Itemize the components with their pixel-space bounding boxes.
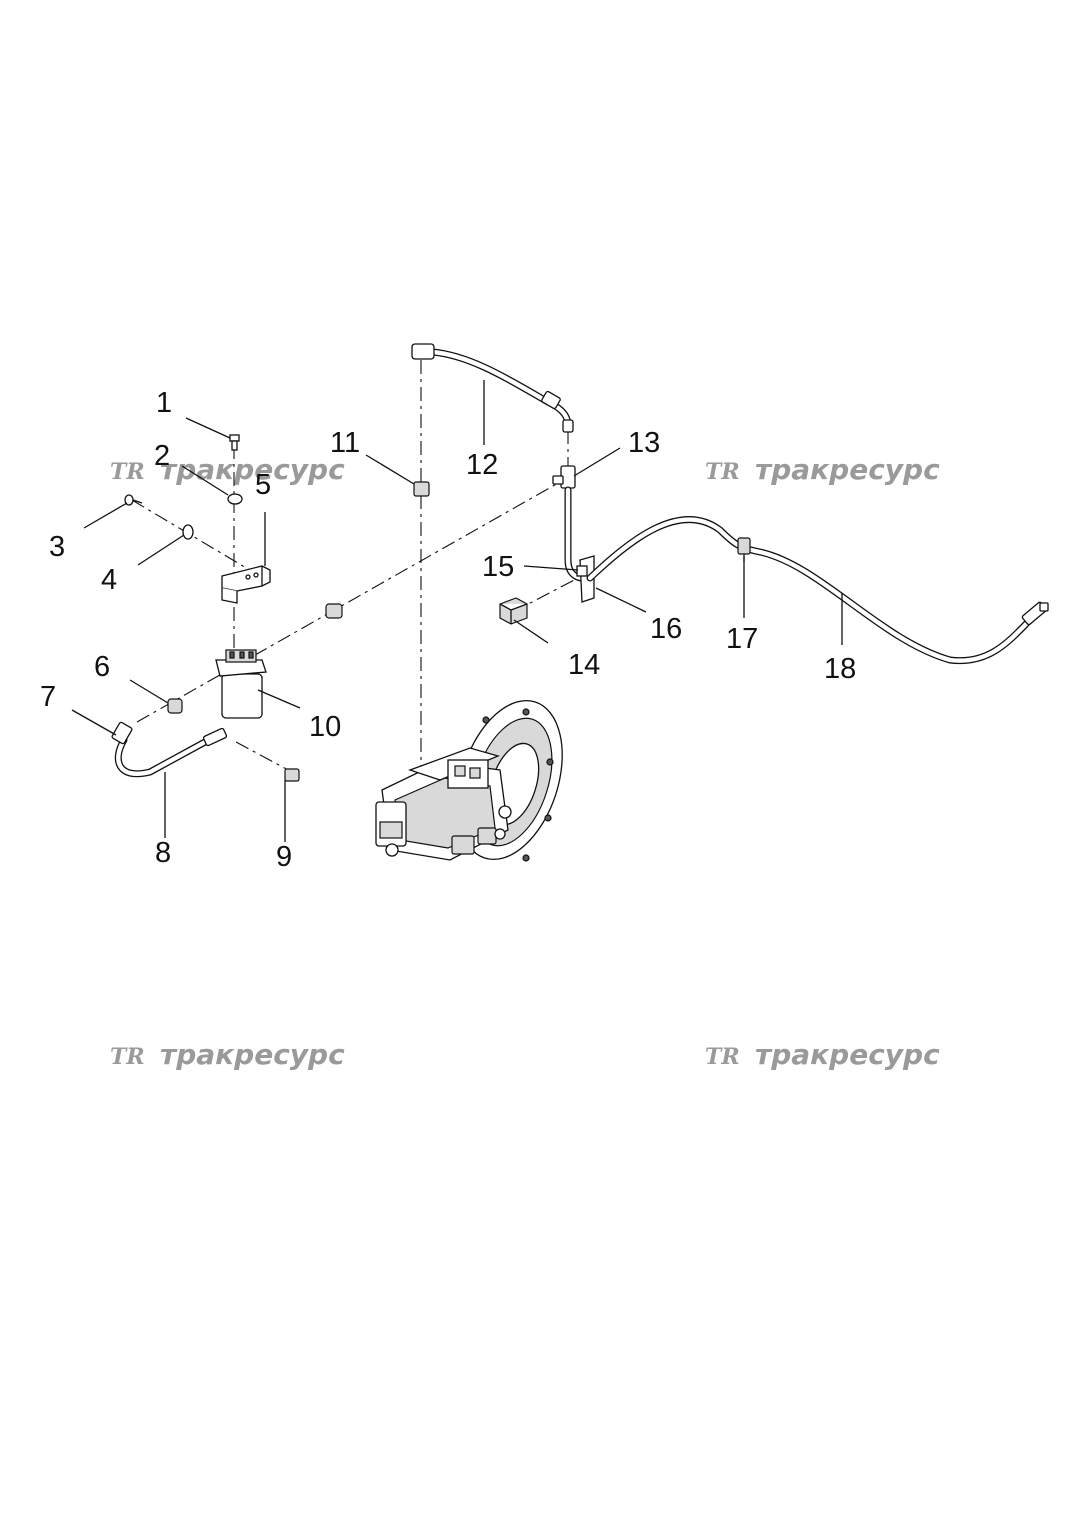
part-adapter <box>167 698 183 714</box>
callout-7: 7 <box>40 681 56 713</box>
part-hose-top <box>411 343 574 433</box>
watermark-top-right: TR тракресурс <box>705 453 940 486</box>
part-adapter-pump <box>413 481 430 497</box>
watermark-top-left: TR тракресурс <box>110 453 345 486</box>
callout-12: 12 <box>466 449 498 481</box>
callout-2: 2 <box>154 440 170 472</box>
watermark-logo: TR <box>705 1044 740 1070</box>
callout-13: 13 <box>628 427 660 459</box>
part-block <box>499 597 528 625</box>
callout-17: 17 <box>726 623 758 655</box>
part-fitting-mid <box>325 603 343 619</box>
watermark-logo: TR <box>110 1044 145 1070</box>
watermark-text: тракресурс <box>755 453 940 486</box>
watermark-text: тракресурс <box>160 453 345 486</box>
callout-10: 10 <box>309 711 341 743</box>
watermark-bottom-left: TR тракресурс <box>110 1038 345 1071</box>
callout-16: 16 <box>650 613 682 645</box>
part-bracket <box>221 565 271 604</box>
hydraulic-pump <box>375 699 563 862</box>
callout-5: 5 <box>255 469 271 501</box>
callout-9: 9 <box>276 841 292 873</box>
leader-lines <box>71 380 843 842</box>
part-bolt <box>229 434 240 451</box>
watermark-bottom-right: TR тракресурс <box>705 1038 940 1071</box>
callout-8: 8 <box>155 837 171 869</box>
callout-1: 1 <box>156 387 172 419</box>
callout-labels: 1 2 3 4 5 6 7 8 9 10 11 12 13 14 15 16 1… <box>40 387 856 873</box>
callout-15: 15 <box>482 551 514 583</box>
part-o-ring <box>182 524 194 540</box>
part-washer <box>227 493 243 505</box>
watermark-logo: TR <box>110 459 145 485</box>
part-hose-drain <box>111 721 228 778</box>
part-tee-fitting <box>552 465 576 489</box>
part-hose-long <box>586 516 1049 665</box>
part-hose-clamp <box>737 537 751 562</box>
watermark-text: тракресурс <box>160 1038 345 1071</box>
callout-4: 4 <box>101 564 117 596</box>
callout-18: 18 <box>824 653 856 685</box>
watermark-logo: TR <box>705 459 740 485</box>
part-filter <box>215 649 267 719</box>
part-bolt-small <box>124 494 143 506</box>
watermark-text: тракресурс <box>755 1038 940 1071</box>
callout-14: 14 <box>568 649 600 681</box>
callout-3: 3 <box>49 531 65 563</box>
callout-6: 6 <box>94 651 110 683</box>
callout-11: 11 <box>330 427 360 459</box>
part-plug <box>284 768 300 782</box>
